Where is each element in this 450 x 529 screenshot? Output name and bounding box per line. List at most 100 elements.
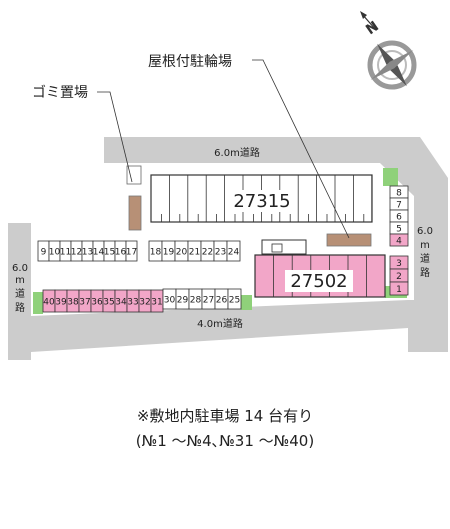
parking-stall-number: 27: [203, 296, 214, 306]
parking-stall-29: 29: [175, 288, 190, 310]
parking-stall-number: 37: [79, 298, 90, 308]
road-left: [8, 223, 31, 360]
building-27502-label-box: [285, 270, 353, 292]
garbage-area: [128, 195, 142, 231]
svg-text:N: N: [363, 18, 382, 38]
parking-stall-23: 23: [213, 240, 228, 262]
svg-text:路: 路: [420, 266, 430, 279]
parking-stall-7: 7: [389, 197, 409, 211]
parking-stall-number: 30: [164, 296, 176, 306]
parking-stall-38: 38: [66, 289, 80, 313]
svg-text:道: 道: [420, 252, 430, 265]
parking-stall-25: 25: [227, 288, 242, 310]
parking-stall-number: 6: [396, 213, 402, 223]
parking-stall-5: 5: [389, 221, 409, 235]
parking-stall-number: 20: [176, 248, 188, 258]
parking-stall-20: 20: [174, 240, 189, 262]
parking-stall-36: 36: [90, 289, 104, 313]
parking-stall-number: 18: [150, 248, 162, 258]
parking-stall-number: 23: [215, 248, 226, 258]
parking-stall-21: 21: [187, 240, 202, 262]
bicycle-parking-leader: [252, 59, 350, 239]
bicycle-parking-label: 屋根付駐輪場: [148, 53, 232, 70]
parking-stall-number: 11: [60, 248, 71, 258]
parking-stall-27: 27: [201, 288, 216, 310]
parking-stall-number: 12: [71, 248, 82, 258]
svg-text:路: 路: [15, 301, 25, 314]
parking-stall-28: 28: [188, 288, 203, 310]
road-bottom-label: 4.0m道路: [197, 317, 243, 330]
parking-stall-number: 7: [396, 201, 402, 211]
parking-stall-number: 40: [43, 298, 55, 308]
parking-stall-32: 32: [138, 289, 152, 313]
green-area-bottom-left: [33, 292, 43, 314]
parking-stall-4: 4: [389, 233, 409, 247]
parking-stall-39: 39: [54, 289, 68, 313]
parking-stall-number: 28: [190, 296, 202, 306]
parking-stall-number: 25: [229, 296, 240, 306]
parking-stall-12: 12: [70, 240, 83, 262]
parking-stall-number: 32: [139, 298, 150, 308]
building-27315-label-box: [228, 190, 296, 212]
building-27315-label: 27315: [233, 191, 290, 212]
parking-stall-17: 17: [125, 240, 138, 262]
parking-stall-number: 13: [82, 248, 93, 258]
building-27502-label: 27502: [290, 271, 347, 292]
parking-stall-number: 33: [127, 298, 138, 308]
parking-stall-22: 22: [200, 240, 215, 262]
parking-stall-number: 1: [396, 285, 402, 295]
parking-stall-number: 21: [189, 248, 200, 258]
parking-stall-11: 11: [59, 240, 72, 262]
parking-stall-40: 40: [42, 289, 56, 313]
parking-stall-number: 17: [126, 248, 137, 258]
garbage-area-box: [126, 165, 142, 185]
parking-stall-number: 3: [396, 259, 402, 269]
garbage-area-label: ゴミ置場: [32, 84, 88, 101]
parking-stall-26: 26: [214, 288, 229, 310]
parking-stall-14: 14: [92, 240, 104, 262]
parking-stall-37: 37: [78, 289, 92, 313]
road-bottom: [31, 300, 408, 352]
parking-stall-number: 5: [396, 225, 402, 235]
building-27502-entrance: [261, 239, 307, 255]
parking-stall-number: 9: [41, 248, 47, 258]
parking-stall-31: 31: [150, 289, 164, 313]
parking-stall-number: 38: [67, 298, 79, 308]
parking-stall-number: 39: [55, 298, 67, 308]
parking-stall-number: 4: [396, 237, 402, 247]
parking-note-line1: ※敷地内駐車場 14 台有り: [136, 407, 314, 425]
parking-stall-2: 2: [389, 268, 409, 283]
parking-stall-16: 16: [114, 240, 126, 262]
parking-stall-number: 15: [104, 248, 115, 258]
parking-stall-24: 24: [226, 240, 241, 262]
parking-stall-number: 19: [163, 248, 175, 258]
parking-stall-number: 2: [396, 272, 402, 282]
parking-stall-1: 1: [389, 281, 409, 296]
svg-text:道: 道: [15, 287, 25, 300]
parking-stall-8: 8: [389, 185, 409, 199]
road-right-lower: [408, 300, 448, 352]
parking-stall-3: 3: [389, 255, 409, 270]
green-area-bottom-right: [241, 295, 252, 310]
parking-stall-number: 36: [91, 298, 103, 308]
parking-note-line2: (№1 ～№4､№31 ～№40): [135, 432, 315, 450]
parking-stall-number: 29: [177, 296, 189, 306]
svg-text:m: m: [15, 275, 25, 286]
svg-text:m: m: [420, 240, 430, 251]
road-top-label: 6.0m道路: [214, 146, 260, 159]
road-top: [104, 137, 448, 352]
parking-stall-35: 35: [102, 289, 116, 313]
road-right-label: 6.0 m 道 路: [417, 226, 433, 279]
parking-stall-33: 33: [126, 289, 140, 313]
parking-stall-number: 26: [216, 296, 228, 306]
garbage-area-leader: [97, 91, 133, 183]
parking-stall-6: 6: [389, 209, 409, 223]
parking-stall-number: 35: [103, 298, 114, 308]
bicycle-parking-area: [326, 233, 372, 247]
parking-stall-18: 18: [148, 240, 163, 262]
compass-arrow-icon: [360, 11, 377, 31]
parking-column-right: 8 7 6 5 4 3 2 1: [389, 185, 409, 296]
